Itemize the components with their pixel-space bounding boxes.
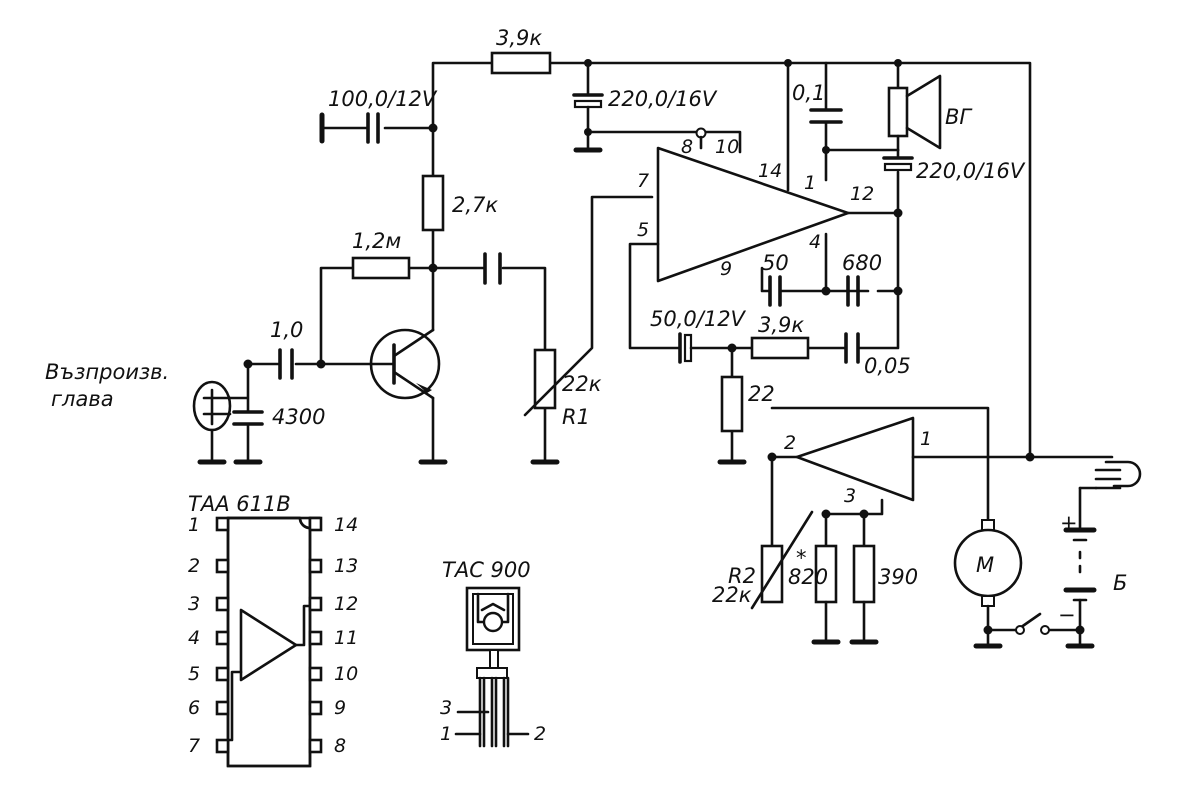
asterisk-label: *	[796, 546, 807, 570]
regulator-pin-1: 1	[920, 428, 932, 450]
head-label-line1: Възпроизв.	[45, 360, 169, 384]
playback-head: Възпроизв. глава	[45, 359, 253, 464]
tac900-pin-3: 3	[440, 697, 452, 719]
capacitor-1uf: 1,0	[246, 318, 323, 380]
dip-pin-2: 2	[188, 555, 200, 577]
ic-pin-1: 1	[804, 172, 816, 194]
regulator-pin-2: 2	[784, 432, 796, 454]
resistor-820-label: 820	[788, 565, 828, 589]
resistor-2k7-label: 2,7к	[452, 193, 498, 217]
pot-r1-value: 22к	[562, 372, 602, 396]
loudspeaker: ВГ	[887, 61, 973, 152]
battery-plus: +	[1060, 511, 1078, 535]
pot-r2-value: 22к	[712, 583, 752, 607]
capacitor-0-05-label: 0,05	[864, 354, 911, 378]
head-label-line2: глава	[51, 387, 114, 411]
speaker-label: ВГ	[945, 105, 973, 129]
potentiometer-r1: 22к R1	[523, 195, 654, 464]
resistor-22-label: 22	[748, 382, 775, 406]
motor-regulator: 2 1 3	[767, 406, 1035, 548]
resistor-1m2-label: 1,2м	[352, 229, 401, 253]
dip-pin-11: 11	[334, 627, 358, 649]
package-tac900: ТАС 900 3 1 2	[440, 558, 546, 748]
dip-pin-14: 14	[334, 514, 358, 536]
capacitor-100uf-label: 100,0/12V	[328, 87, 438, 111]
dip-pin-6: 6	[188, 697, 200, 719]
dip-pin-5: 5	[188, 663, 200, 685]
capacitor-50uf-label: 50,0/12V	[650, 307, 747, 331]
motor-label: M	[976, 553, 994, 577]
capacitor-50pf-label: 50	[762, 251, 789, 275]
resistor-390-label: 390	[878, 565, 918, 589]
capacitor-0-1-label: 0,1	[792, 81, 825, 105]
dip-title: ТАА 611В	[188, 492, 291, 516]
dip-pin-9: 9	[334, 697, 346, 719]
dip-pin-12: 12	[334, 593, 358, 615]
capacitor-4300: 4300	[232, 405, 325, 464]
ic-pin-8: 8	[681, 136, 693, 158]
power-jack	[1078, 460, 1142, 490]
ic-pin-7: 7	[637, 170, 649, 192]
resistor-3k9-top: 3,9к	[490, 26, 552, 75]
ic-pin-9: 9	[720, 258, 732, 280]
resistor-2k7: 2,7к	[421, 126, 498, 270]
capacitor-680pf-label: 680	[842, 251, 882, 275]
dip-pin-8: 8	[334, 735, 346, 757]
ic-wiring: 50 680	[628, 61, 903, 350]
tac900-title: ТАС 900	[442, 558, 531, 582]
ic-pin-14: 14	[758, 160, 782, 182]
resistor-3k9-fb-label: 3,9к	[758, 313, 804, 337]
tac900-pin-2: 2	[534, 723, 546, 745]
pot-r2-name: R2	[728, 564, 756, 588]
regulator-pin-3: 3	[844, 485, 856, 507]
dip-pin-13: 13	[334, 555, 358, 577]
capacitor-220uf-supply-label: 220,0/16V	[608, 87, 718, 111]
dip-pin-7: 7	[188, 735, 200, 757]
amplifier-ic: 8 10 14 1 12 7 5 9 4	[637, 127, 903, 283]
tac900-pin-1: 1	[440, 723, 452, 745]
speed-resistors: * R2 22к 820 390	[712, 510, 918, 645]
dip-pin-3: 3	[188, 593, 200, 615]
dip-pin-marks	[215, 516, 323, 754]
capacitor-1uf-label: 1,0	[270, 318, 303, 342]
transistor	[316, 328, 441, 464]
dip-pin-1: 1	[188, 514, 200, 536]
ic-pin-10: 10	[715, 136, 739, 158]
battery-label: Б	[1113, 571, 1127, 595]
dip-pin-4: 4	[188, 627, 200, 649]
resistor-1m2: 1,2м	[319, 229, 435, 366]
ic-pin-12: 12	[850, 183, 874, 205]
battery: + − Б	[1028, 455, 1127, 649]
pot-r1-name: R1	[562, 405, 590, 429]
feedback-network: 50,0/12V 3,9к 0,05 22	[650, 289, 911, 465]
battery-minus: −	[1058, 603, 1076, 627]
capacitor-220uf-output: 220,0/16V	[882, 148, 1026, 215]
capacitor-220uf-supply: 220,0/16V	[572, 61, 742, 154]
collector-node	[428, 252, 547, 352]
supply-rail	[431, 59, 1032, 459]
capacitor-4300-label: 4300	[272, 405, 325, 429]
capacitor-220uf-output-label: 220,0/16V	[916, 159, 1026, 183]
ic-pin-5: 5	[637, 219, 649, 241]
capacitor-100uf: 100,0/12V	[319, 87, 438, 144]
motor: M	[953, 519, 1082, 649]
ic-pin-4: 4	[809, 231, 821, 253]
resistor-3k9-top-label: 3,9к	[496, 26, 542, 50]
dip-pin-10: 10	[334, 663, 358, 685]
package-dip-taa611b: ТАА 611В 1 2 3 4 5 6 7 14	[188, 492, 358, 768]
capacitor-0-1: 0,1	[792, 61, 900, 182]
